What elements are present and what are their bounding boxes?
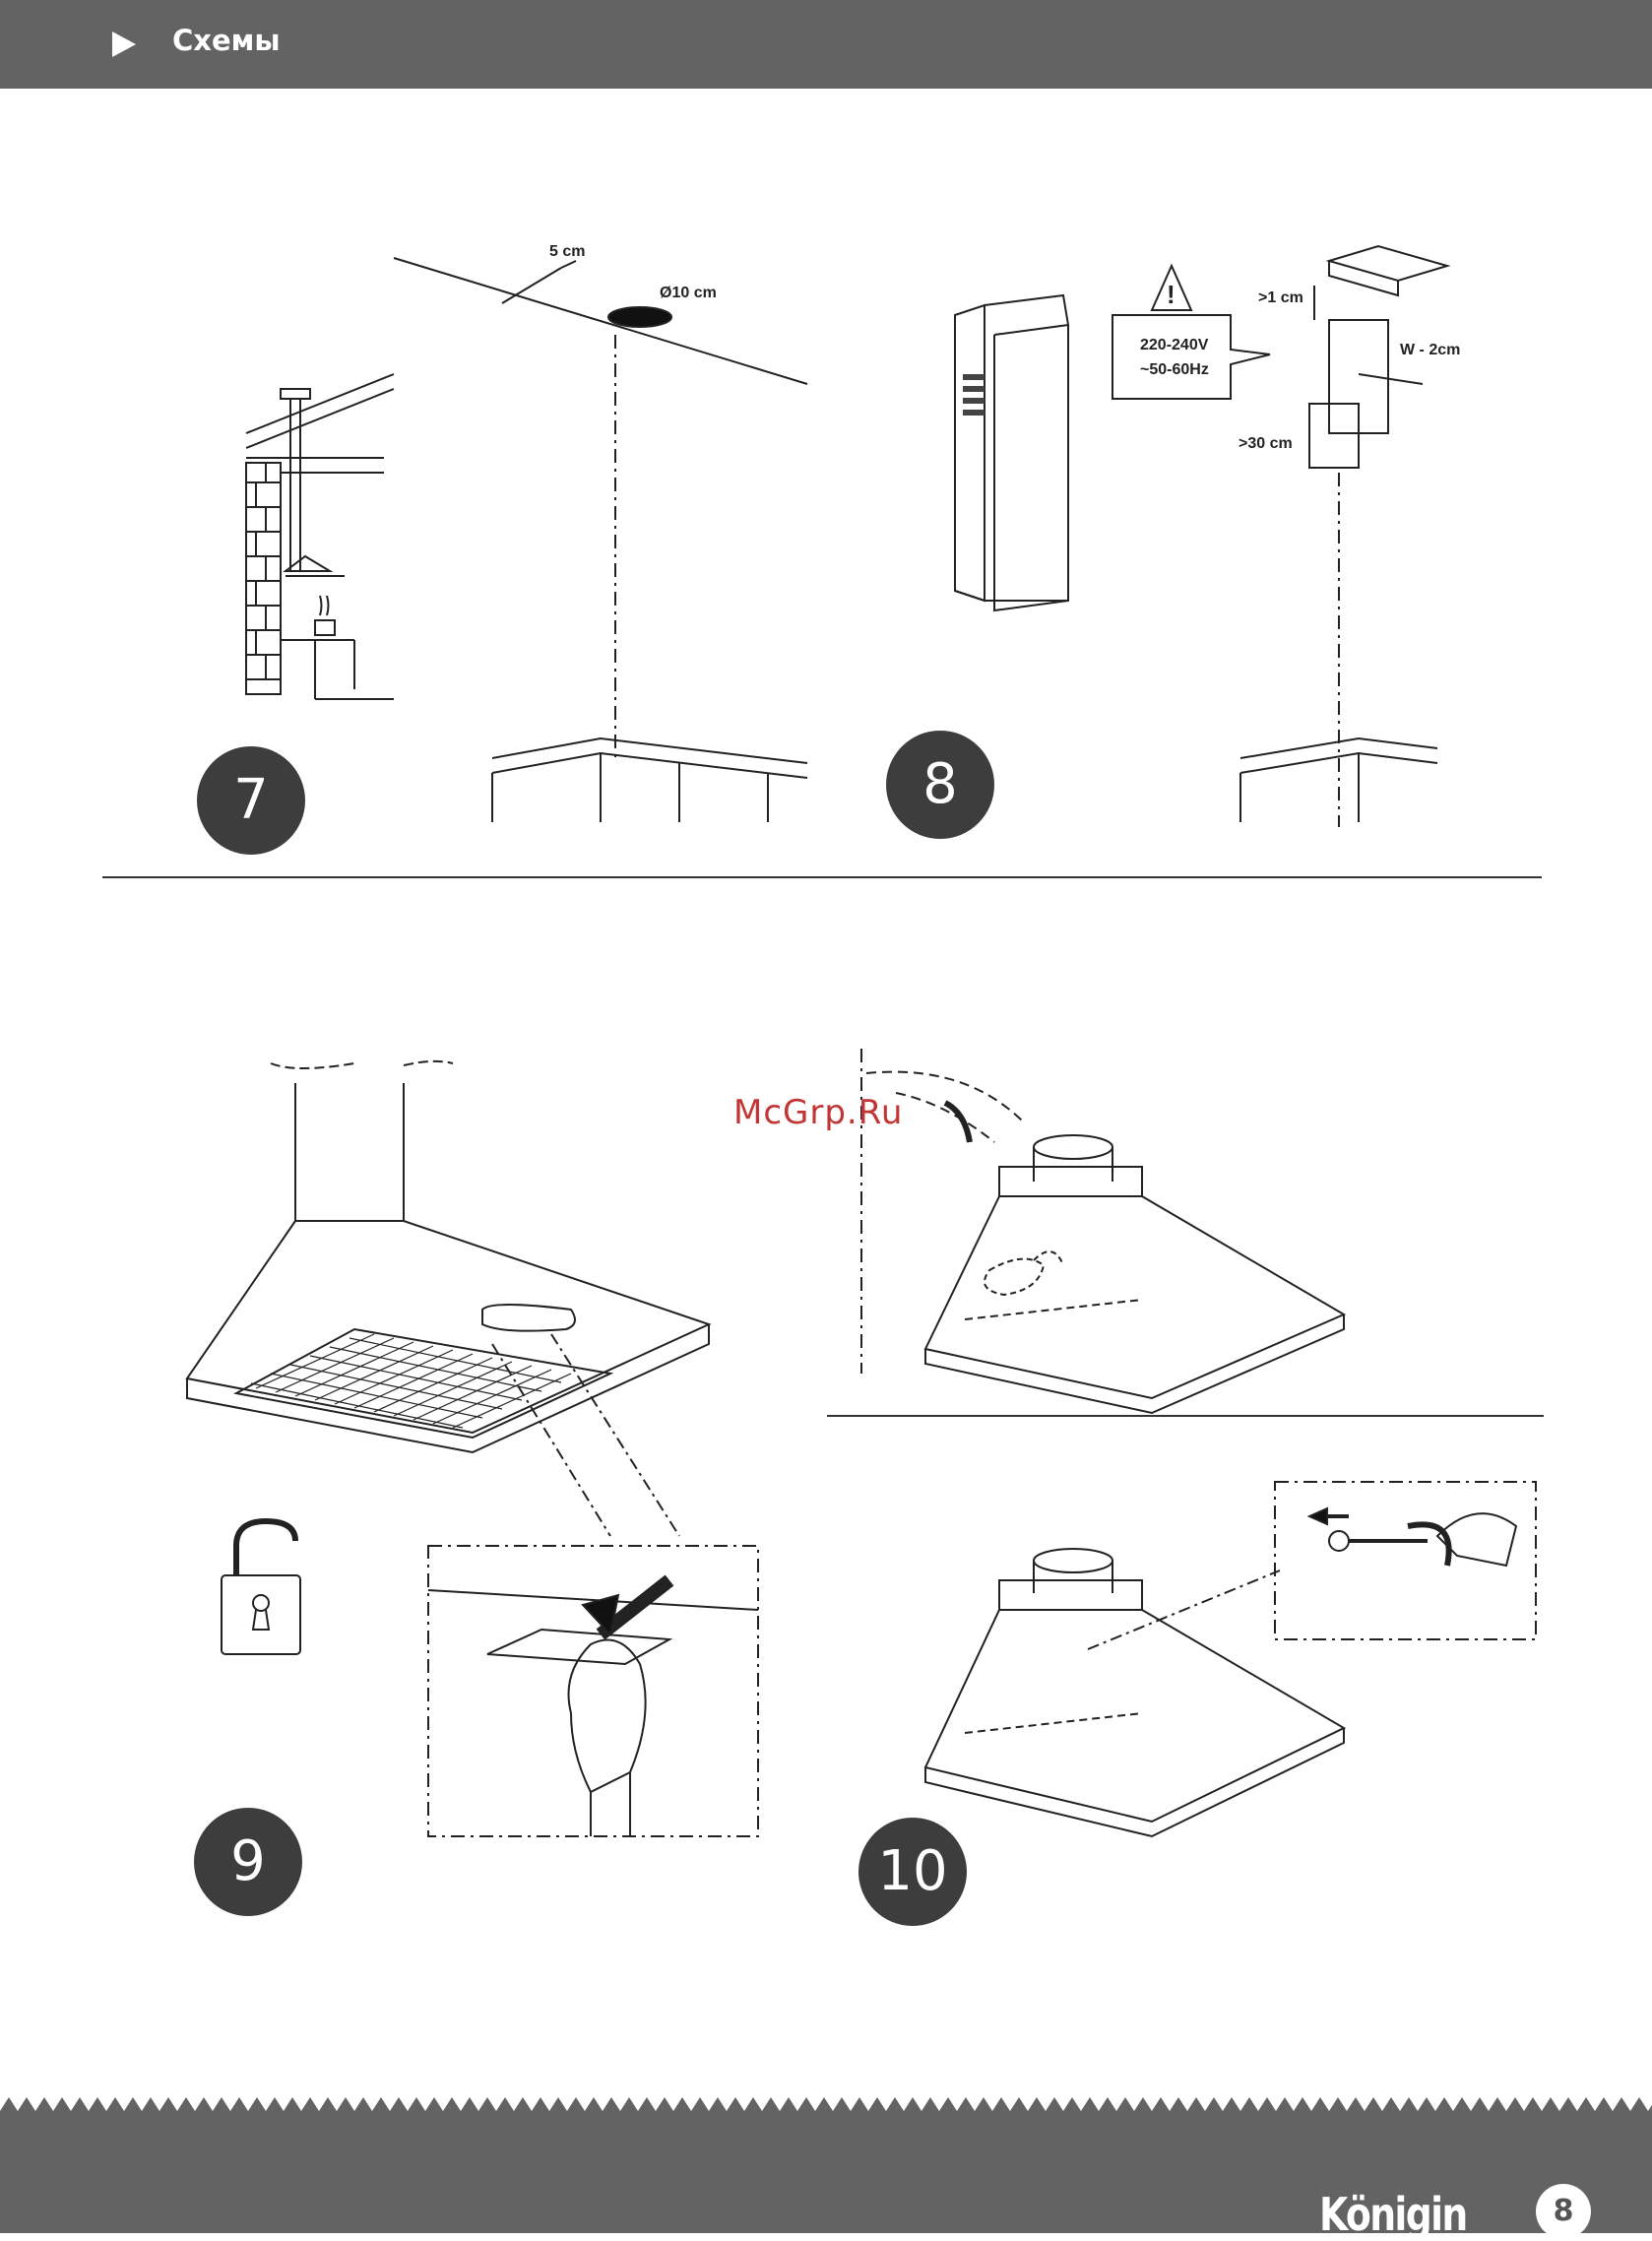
diameter-label: Ø10 cm [660,285,717,301]
gap-top-label: >1 cm [1258,289,1303,306]
page-title: Схемы [172,24,281,57]
step-badge-8: 8 [886,731,994,839]
figure-10-divider [827,1415,1544,1417]
page-number: 8 [1536,2184,1591,2239]
figure-10-hood-installation [847,1034,1556,1881]
frequency-label: ~50-60Hz [1140,361,1209,378]
figure-8-chimney-diagram: ! 220-240V ~50-60Hz >1 cm W - 2cm >30 cm [945,236,1496,827]
voltage-label: 220-240V [1140,337,1209,353]
step-badge-7: 7 [197,746,305,855]
figure-9-filter-removal [177,1044,788,1851]
svg-text:!: ! [1167,280,1175,309]
step-badge-10: 10 [858,1818,967,1926]
step-badge-9: 9 [194,1808,302,1916]
width-label: W - 2cm [1400,342,1460,358]
offset-label: 5 cm [549,243,585,260]
watermark: McGrp.Ru [733,1093,903,1132]
play-arrow-icon [112,32,136,57]
section-divider [102,876,1542,878]
figure-7-ceiling-diagram: 5 cm Ø10 cm [236,236,827,827]
page-header: Схемы [0,0,1652,89]
gap-bottom-label: >30 cm [1239,435,1293,452]
